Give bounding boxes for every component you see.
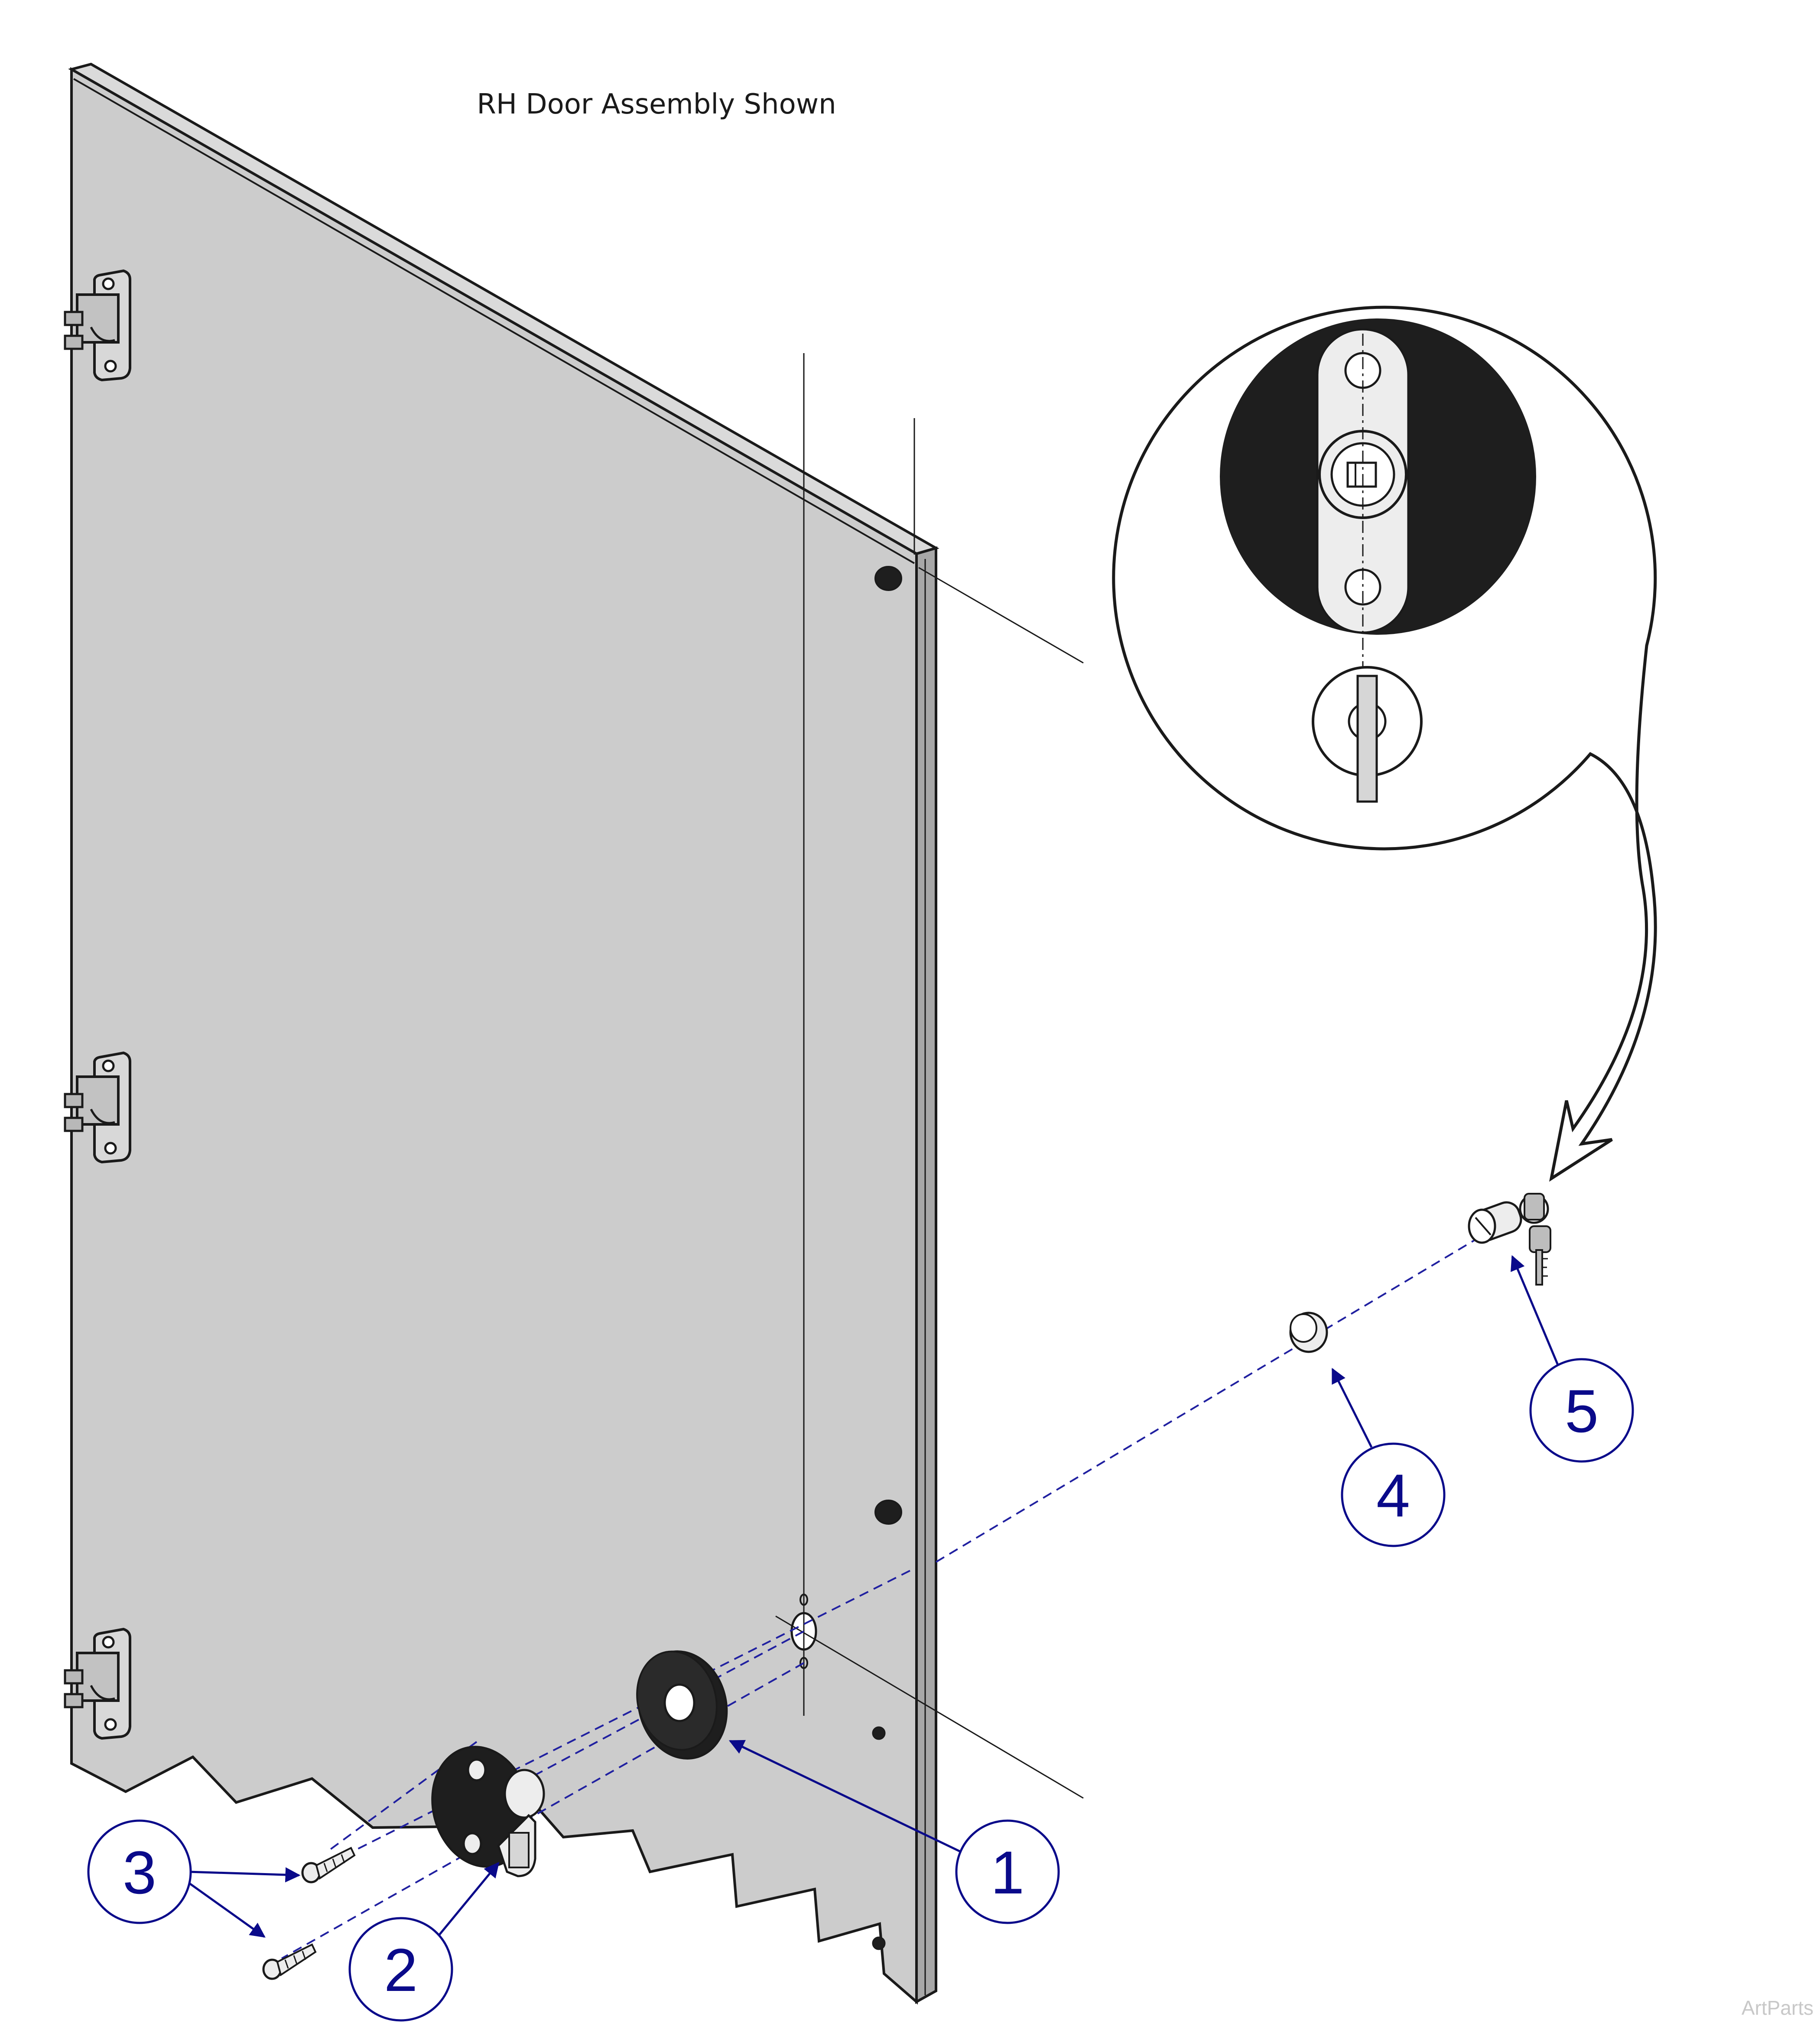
diagram-caption: RH Door Assembly Shown <box>477 88 836 120</box>
door-panel <box>68 62 939 2005</box>
washer-part <box>636 1650 728 1760</box>
cam-lock-part <box>431 1746 545 1877</box>
hinge-middle <box>64 1051 131 1164</box>
callout-4: 4 <box>1341 1442 1446 1547</box>
hinge-top <box>64 269 131 382</box>
detail-keyway <box>1346 461 1377 488</box>
bumper-hole-top <box>874 566 902 591</box>
leader-1 <box>728 1740 967 1856</box>
callout-1-label: 1 <box>991 1838 1024 1906</box>
callout-5-label: 5 <box>1565 1377 1599 1445</box>
leader-4 <box>1331 1367 1373 1448</box>
detail-leader-line-3 <box>918 567 1084 664</box>
bumper-hole-bottom <box>874 1500 902 1525</box>
door-face <box>70 67 918 2005</box>
watermark: ArtParts <box>1742 1997 1814 2019</box>
hinge-bottom <box>64 1627 131 1740</box>
callout-5: 5 <box>1529 1358 1634 1463</box>
leader-3a <box>188 1867 301 1883</box>
callout-leaders <box>183 1255 1559 1938</box>
detail-cam-bar <box>1356 675 1378 803</box>
callout-3-label: 3 <box>123 1838 156 1906</box>
leader-3b <box>183 1878 266 1938</box>
leader-5 <box>1511 1255 1559 1365</box>
leader-2 <box>437 1862 500 1938</box>
key-1 <box>1524 1193 1545 1221</box>
bushing-part <box>1289 1312 1328 1353</box>
keyed-cylinder-part <box>1468 1193 1551 1286</box>
callout-4-label: 4 <box>1376 1461 1410 1529</box>
mount-hole-2 <box>872 1936 886 1950</box>
screw-lower <box>262 1943 317 1980</box>
mount-hole-1 <box>872 1726 886 1740</box>
detail-leader-line-4 <box>775 1615 1084 1799</box>
door-side-edge <box>915 546 937 2004</box>
callouts: 1 2 3 4 5 <box>87 1358 1634 2022</box>
callout-2-label: 2 <box>384 1936 418 2004</box>
detail-view <box>1112 305 1657 1182</box>
assembly-line-keyed-cylinder <box>935 1230 1492 1563</box>
key-2 <box>1529 1225 1551 1253</box>
screw-upper <box>301 1847 356 1883</box>
door-bevel-line <box>73 78 915 564</box>
callout-2: 2 <box>348 1917 453 2022</box>
callout-1: 1 <box>955 1819 1060 1924</box>
callout-3: 3 <box>87 1819 192 1924</box>
